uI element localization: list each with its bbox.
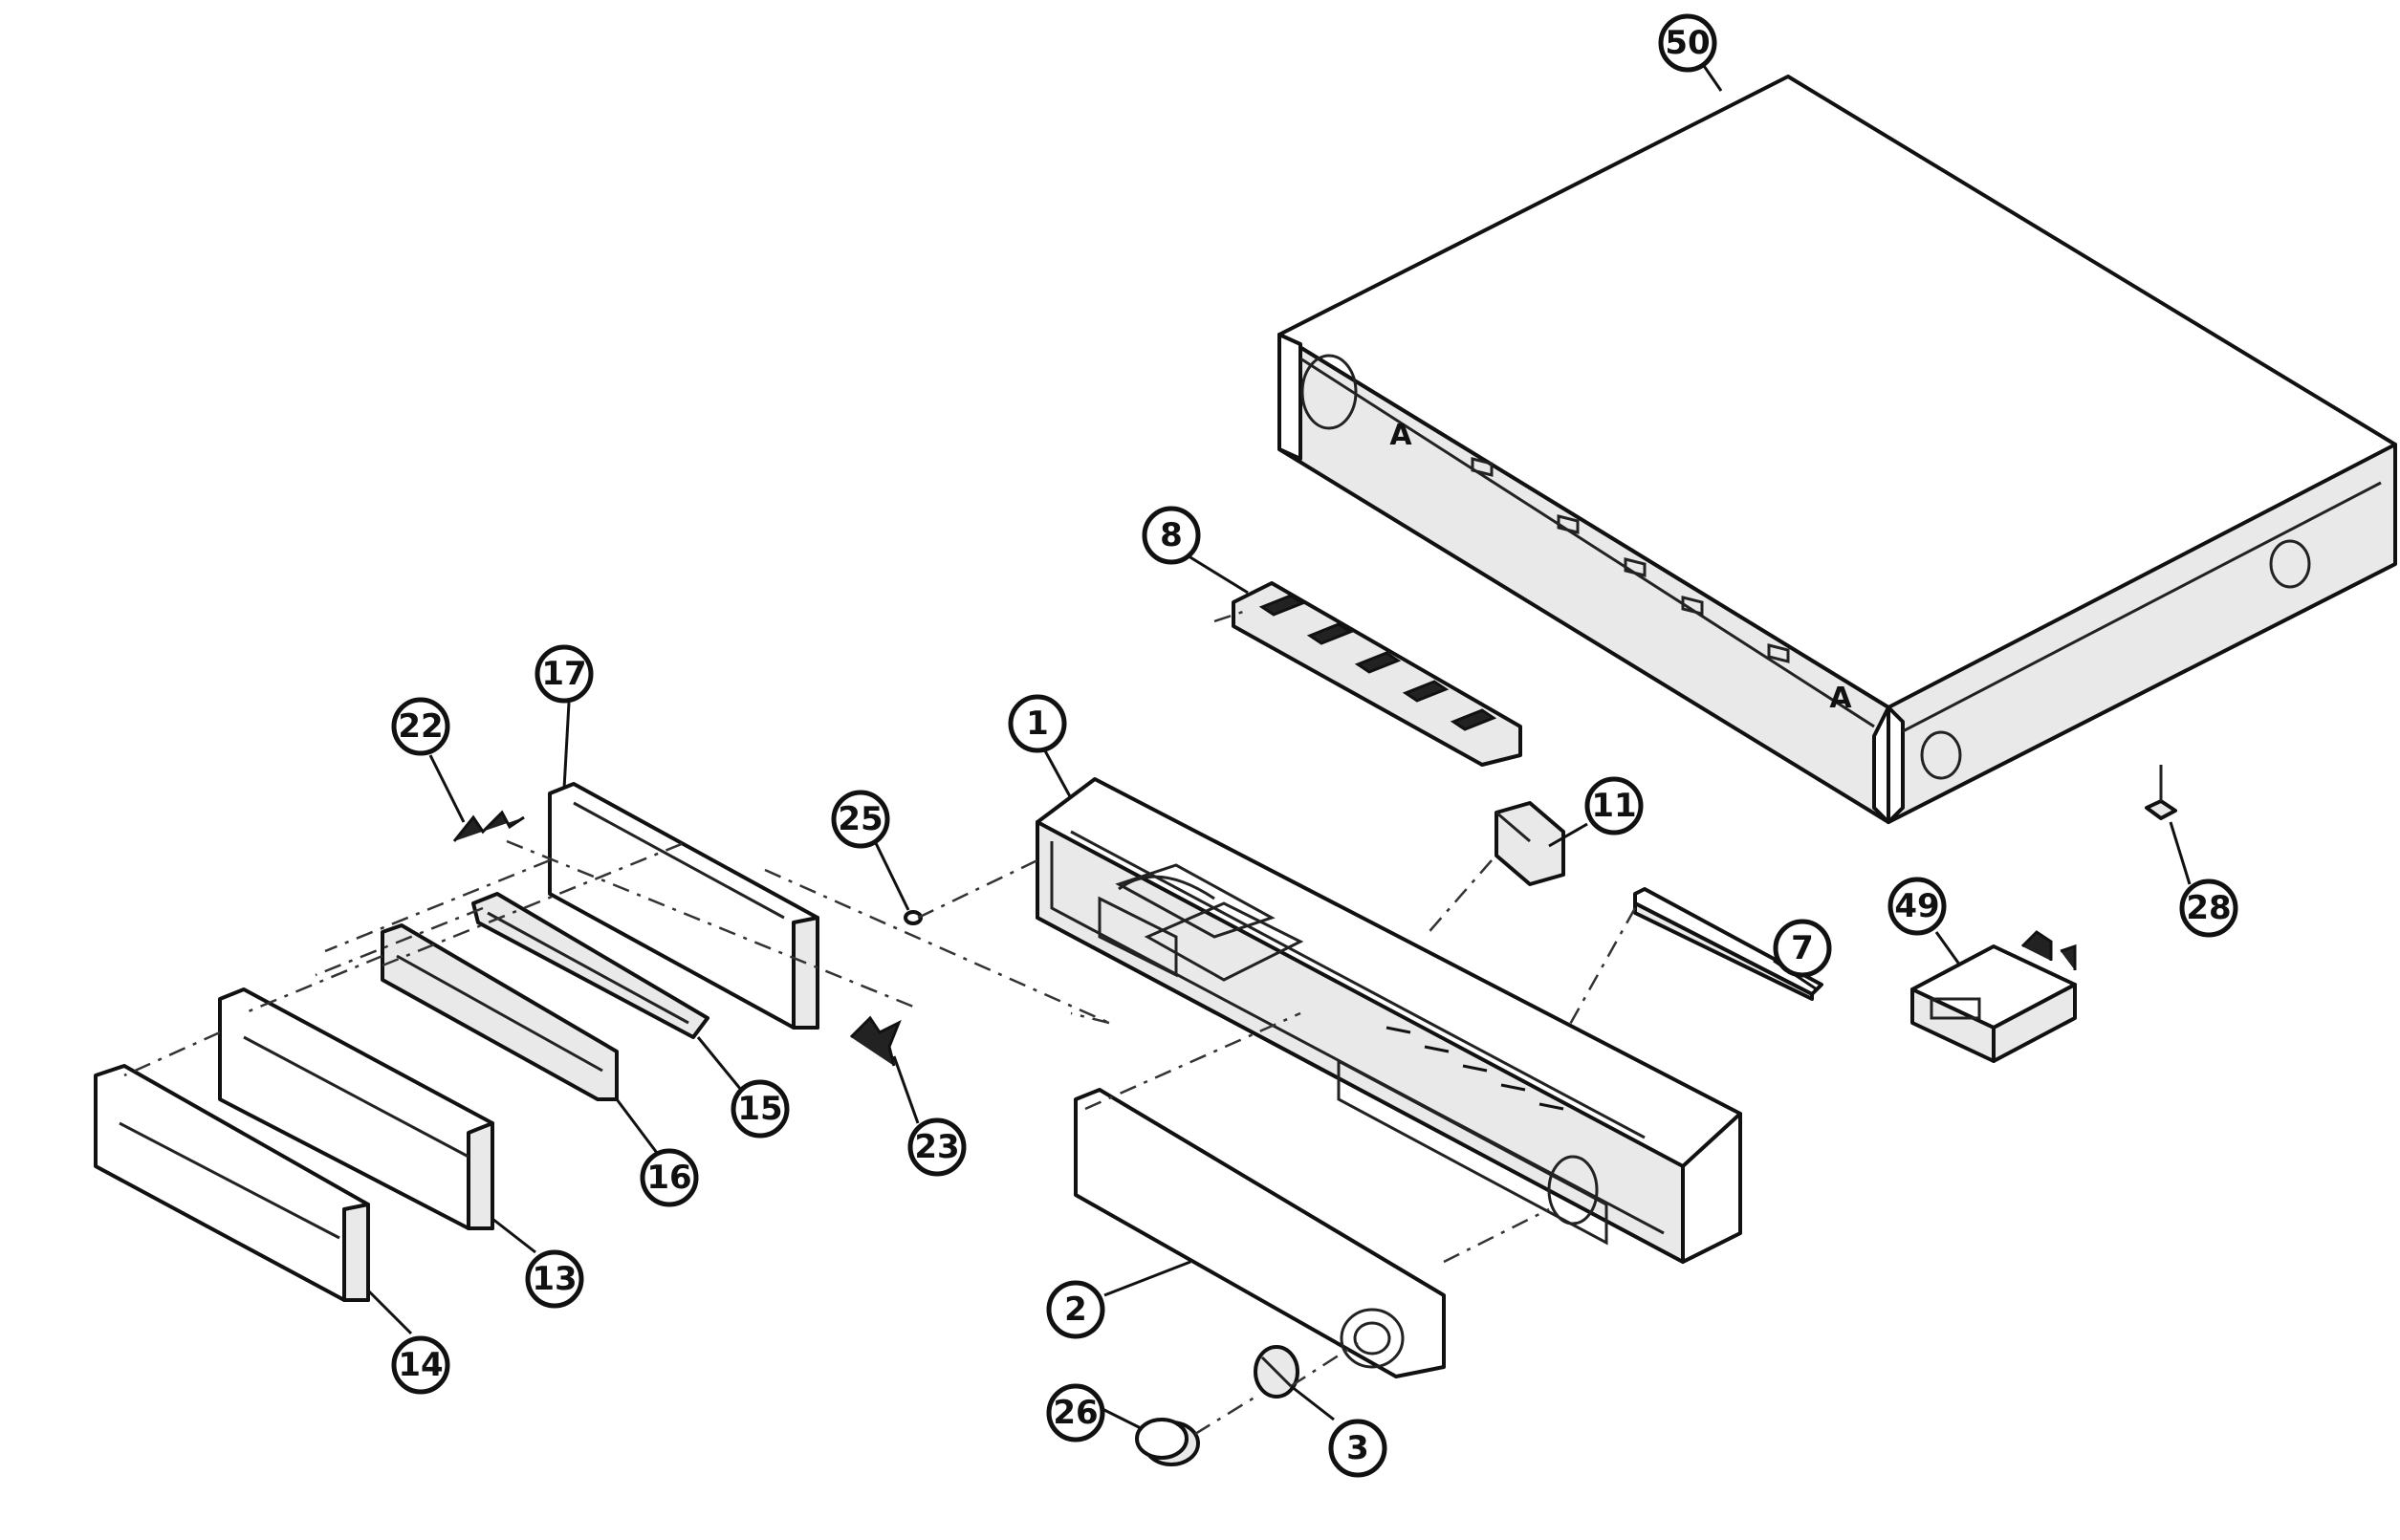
callout-label-25: 25 bbox=[838, 800, 883, 838]
callout-label-26: 26 bbox=[1053, 1394, 1098, 1432]
part-26-knob-cap bbox=[1135, 1418, 1200, 1466]
callout-49: 49 bbox=[1887, 877, 1947, 936]
callout-label-49: 49 bbox=[1894, 887, 1939, 925]
callout-circle-2 bbox=[1046, 1280, 1105, 1339]
callout-label-17: 17 bbox=[541, 655, 586, 693]
callout-circle-14 bbox=[391, 1335, 450, 1395]
callout-circle-25 bbox=[831, 790, 890, 849]
part-15-slide bbox=[471, 892, 709, 1039]
callout-circle-22 bbox=[391, 697, 450, 756]
callout-circle-1 bbox=[1008, 694, 1067, 753]
callout-circle-28 bbox=[2179, 878, 2238, 938]
part-28-clip bbox=[2145, 765, 2177, 820]
callout-11: 11 bbox=[1584, 776, 1644, 835]
marker-a-right: A bbox=[1829, 682, 1852, 715]
part-8-switch-strip bbox=[1213, 581, 1522, 767]
callout-26: 26 bbox=[1046, 1383, 1105, 1442]
part-2-front-trim bbox=[1074, 1088, 1446, 1378]
callout-label-11: 11 bbox=[1591, 787, 1636, 825]
part-22-spring bbox=[452, 810, 525, 842]
callout-1: 1 bbox=[1008, 694, 1067, 753]
callout-circle-17 bbox=[535, 644, 594, 704]
callout-25: 25 bbox=[831, 790, 890, 849]
callout-22: 22 bbox=[391, 697, 450, 756]
callout-label-8: 8 bbox=[1160, 516, 1183, 554]
part-25-washer bbox=[904, 910, 923, 925]
part-11-bracket bbox=[1495, 801, 1565, 886]
callout-2: 2 bbox=[1046, 1280, 1105, 1339]
callout-circle-15 bbox=[731, 1079, 790, 1139]
callout-label-2: 2 bbox=[1064, 1291, 1087, 1329]
callout-17: 17 bbox=[535, 644, 594, 704]
callout-circle-11 bbox=[1584, 776, 1644, 835]
part-50-top-cover bbox=[1277, 75, 2397, 824]
callout-circle-7 bbox=[1773, 919, 1832, 978]
callout-label-23: 23 bbox=[914, 1128, 959, 1166]
callout-28: 28 bbox=[2179, 878, 2238, 938]
callout-circle-8 bbox=[1142, 506, 1201, 565]
callout-50: 50 bbox=[1658, 13, 1717, 73]
callout-circle-13 bbox=[525, 1249, 584, 1309]
callout-circle-3 bbox=[1328, 1419, 1387, 1478]
part-17-panel bbox=[548, 782, 819, 1030]
callout-15: 15 bbox=[731, 1079, 790, 1139]
callout-16: 16 bbox=[640, 1148, 699, 1207]
assembly-lines bbox=[123, 839, 1637, 1436]
callout-label-13: 13 bbox=[532, 1260, 577, 1298]
callout-label-50: 50 bbox=[1665, 24, 1710, 62]
part-3-knob-shaft bbox=[1254, 1345, 1299, 1399]
marker-a-left: A bbox=[1389, 419, 1412, 452]
callout-8: 8 bbox=[1142, 506, 1201, 565]
part-1-front-chassis bbox=[1036, 777, 1742, 1264]
callout-label-15: 15 bbox=[737, 1090, 782, 1128]
callout-circle-49 bbox=[1887, 877, 1947, 936]
callout-3: 3 bbox=[1328, 1419, 1387, 1478]
callout-label-16: 16 bbox=[646, 1159, 691, 1197]
callout-14: 14 bbox=[391, 1335, 450, 1395]
part-13-door bbox=[218, 987, 494, 1230]
callout-label-28: 28 bbox=[2186, 889, 2231, 927]
callout-label-22: 22 bbox=[398, 707, 443, 746]
callout-13: 13 bbox=[525, 1249, 584, 1309]
part-23-spring bbox=[849, 1015, 902, 1067]
callout-circle-23 bbox=[907, 1117, 967, 1177]
callout-circle-16 bbox=[640, 1148, 699, 1207]
callout-circle-26 bbox=[1046, 1383, 1105, 1442]
callout-23: 23 bbox=[907, 1117, 967, 1177]
callout-7: 7 bbox=[1773, 919, 1832, 978]
callout-circle-50 bbox=[1658, 13, 1717, 73]
part-49-connector-module bbox=[1910, 930, 2077, 1063]
callout-label-14: 14 bbox=[398, 1346, 443, 1384]
callout-label-3: 3 bbox=[1346, 1429, 1369, 1467]
callout-label-1: 1 bbox=[1026, 705, 1049, 743]
callout-label-7: 7 bbox=[1791, 929, 1814, 967]
part-14-door bbox=[94, 1064, 370, 1302]
